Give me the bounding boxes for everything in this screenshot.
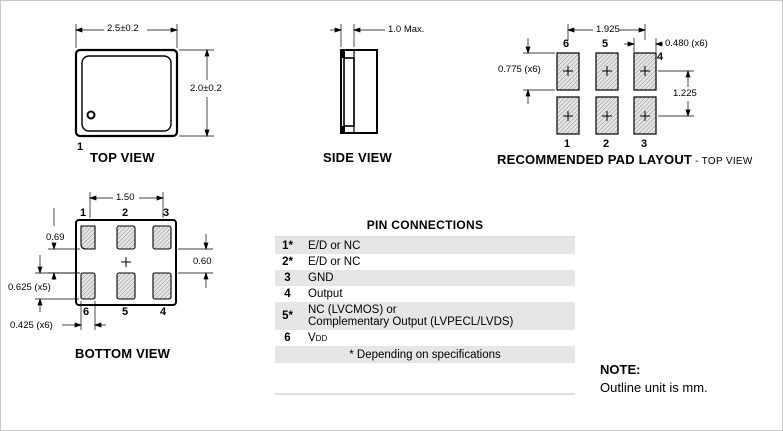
table-row: 4 Output <box>275 286 575 302</box>
table-row: 2* E/D or NC <box>275 254 575 270</box>
pin-function: NC (LVCMOS) or Complementary Output (LVP… <box>302 302 575 330</box>
pad-label-2: 2 <box>603 138 610 150</box>
table-row: 6 VDD <box>275 330 575 346</box>
bottom-060-dimension: 0.60 <box>193 256 212 267</box>
bottom-069-dimension: 0.69 <box>46 232 65 243</box>
top-view-title: TOP VIEW <box>90 150 155 165</box>
pad-layout-center-marks <box>563 66 650 121</box>
pad-label-3: 3 <box>641 138 648 150</box>
top-view-dimension-lines <box>74 24 214 138</box>
bottom-0625-dimension: 0.625 (x5) <box>8 282 51 293</box>
pad-label-4: 4 <box>657 51 664 63</box>
pad-layout-pads <box>556 52 657 135</box>
pad-layout-dimension-lines <box>523 24 694 118</box>
pin-table-footnote: * Depending on specifications <box>275 346 575 363</box>
pin-number: 3 <box>275 270 302 286</box>
top-view-package <box>74 48 179 138</box>
pin-function: GND <box>302 270 575 286</box>
bottom-view-center-marks <box>121 257 131 267</box>
pad-layout-title-main: RECOMMENDED PAD LAYOUT <box>497 152 693 167</box>
pad-label-6: 6 <box>563 38 570 50</box>
bottom-pin-label-1: 1 <box>80 207 87 219</box>
pad-pitch-dimension: 1.925 <box>596 24 620 35</box>
pad-label-5: 5 <box>602 38 609 50</box>
bottom-view-dimension-lines <box>35 192 213 330</box>
bottom-pitch-dimension: 1.50 <box>116 192 135 203</box>
top-width-dimension: 2.5±0.2 <box>107 23 139 34</box>
bottom-pin-label-3: 3 <box>163 207 170 219</box>
pin-function: E/D or NC <box>308 256 361 268</box>
bottom-0425-dimension: 0.425 (x6) <box>10 320 53 331</box>
pad-layout-title-suffix: - TOP VIEW <box>692 156 753 167</box>
pin-connections-heading: PIN CONNECTIONS <box>366 218 484 232</box>
pin-function-line2: Complementary Output (LVPECL/LVDS) <box>308 316 514 328</box>
pin-number: 4 <box>284 288 291 300</box>
top-height-dimension: 2.0±0.2 <box>190 83 222 94</box>
pin-function: VDD <box>302 330 575 346</box>
pin-function-line1: NC (LVCMOS) or <box>308 304 397 316</box>
table-row: 1* E/D or NC <box>275 238 575 254</box>
pad-width-dimension: 0.480 (x6) <box>665 38 708 49</box>
bottom-pin-label-2: 2 <box>122 207 129 219</box>
vdd-subscript: DD <box>315 334 328 343</box>
bottom-pin-label-4: 4 <box>160 306 167 318</box>
pin-table-rules <box>275 236 575 395</box>
pin-number: 6 <box>284 332 291 344</box>
side-view-title: SIDE VIEW <box>323 150 392 165</box>
pin-connections-table: 1* E/D or NC 2* E/D or NC 3 GND 4 Output… <box>275 238 575 363</box>
vdd-main: V <box>308 332 316 344</box>
pin1-marker-icon <box>86 110 96 120</box>
pin-function: Output <box>308 288 343 300</box>
pad-layout-title: RECOMMENDED PAD LAYOUT - TOP VIEW <box>497 151 753 169</box>
pin-number: 1* <box>275 238 302 254</box>
note-text: Outline unit is mm. <box>600 380 708 395</box>
pin-number: 2* <box>282 256 293 268</box>
table-footnote-row: * Depending on specifications <box>275 346 575 363</box>
pad-height-dimension: 0.775 (x6) <box>498 64 541 75</box>
side-view-dimension-lines <box>330 24 385 47</box>
pin-number: 5* <box>275 302 302 330</box>
pad-row-gap-dimension: 1.225 <box>673 88 697 99</box>
note-heading: NOTE: <box>600 362 641 377</box>
side-height-dimension: 1.0 Max. <box>388 24 425 35</box>
bottom-pin-label-5: 5 <box>122 306 129 318</box>
pin-function: E/D or NC <box>302 238 575 254</box>
pad-label-1: 1 <box>564 138 571 150</box>
table-row: 3 GND <box>275 270 575 286</box>
table-row: 5* NC (LVCMOS) or Complementary Output (… <box>275 302 575 330</box>
bottom-view-title: BOTTOM VIEW <box>75 346 171 361</box>
top-view-pin1-label: 1 <box>77 141 84 153</box>
bottom-pin-label-6: 6 <box>83 306 90 318</box>
side-view-package <box>340 49 378 134</box>
